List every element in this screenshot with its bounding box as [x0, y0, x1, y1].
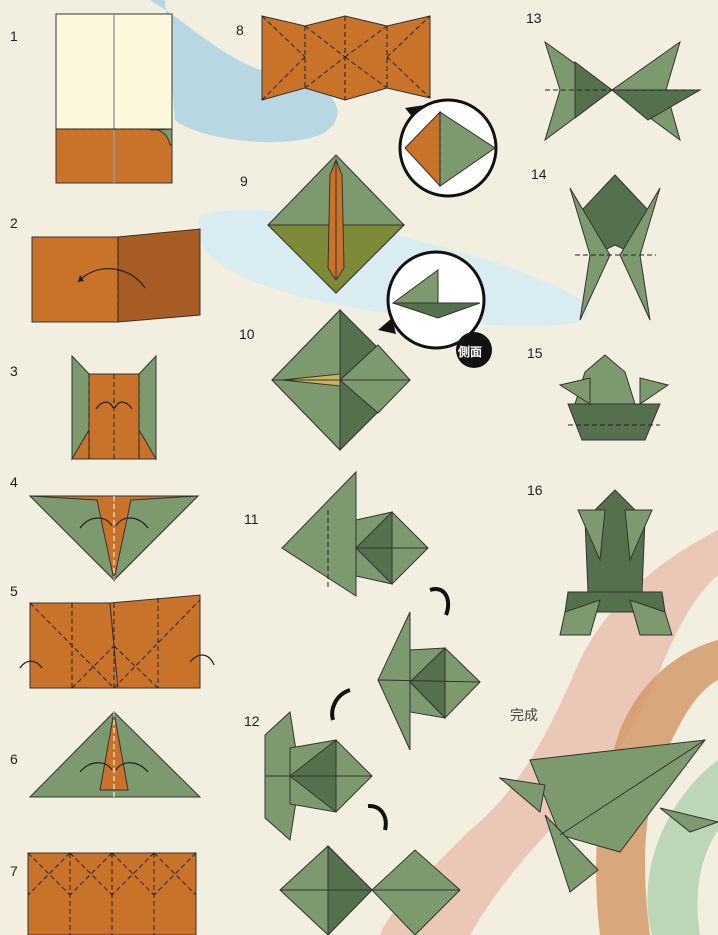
step-11b-diagram: [378, 612, 480, 750]
step-number-11: 11: [244, 511, 259, 527]
step-number-7: 7: [10, 863, 18, 879]
step-3-diagram: [72, 356, 156, 459]
step-1-diagram: [56, 14, 172, 183]
step-number-13: 13: [526, 10, 542, 26]
step-number-4: 4: [10, 474, 18, 490]
step-11-diagram: [282, 472, 428, 596]
step-number-9: 9: [240, 173, 248, 189]
rotate-arrow-1: [430, 589, 448, 615]
step-5-diagram: [20, 595, 214, 688]
step-7-diagram: [28, 853, 196, 935]
side-view-label: 側面: [458, 343, 482, 360]
step-14-diagram: [570, 175, 660, 320]
step-12-diagram: [265, 712, 372, 840]
step-number-16: 16: [527, 482, 543, 498]
zoom-circle-top: [400, 100, 496, 196]
step-number-2: 2: [10, 215, 18, 231]
step-number-6: 6: [10, 751, 18, 767]
step-number-1: 1: [10, 28, 18, 44]
step-6-diagram: [30, 712, 200, 797]
step-number-8: 8: [236, 22, 244, 38]
step-2-diagram: [32, 229, 200, 322]
step-8-diagram: [262, 16, 430, 100]
step-number-3: 3: [10, 363, 18, 379]
step-number-10: 10: [239, 326, 255, 342]
rotate-arrow-3: [368, 806, 386, 830]
step-number-5: 5: [10, 583, 18, 599]
step-4-diagram: [30, 496, 198, 580]
step-number-15: 15: [527, 345, 543, 361]
step-number-14: 14: [531, 166, 547, 182]
step-15-diagram: [560, 355, 668, 440]
step-13-diagram: [545, 42, 700, 140]
finished-label: 完成: [510, 705, 538, 725]
step-number-12: 12: [244, 713, 260, 729]
rotate-arrow-2: [332, 690, 350, 720]
